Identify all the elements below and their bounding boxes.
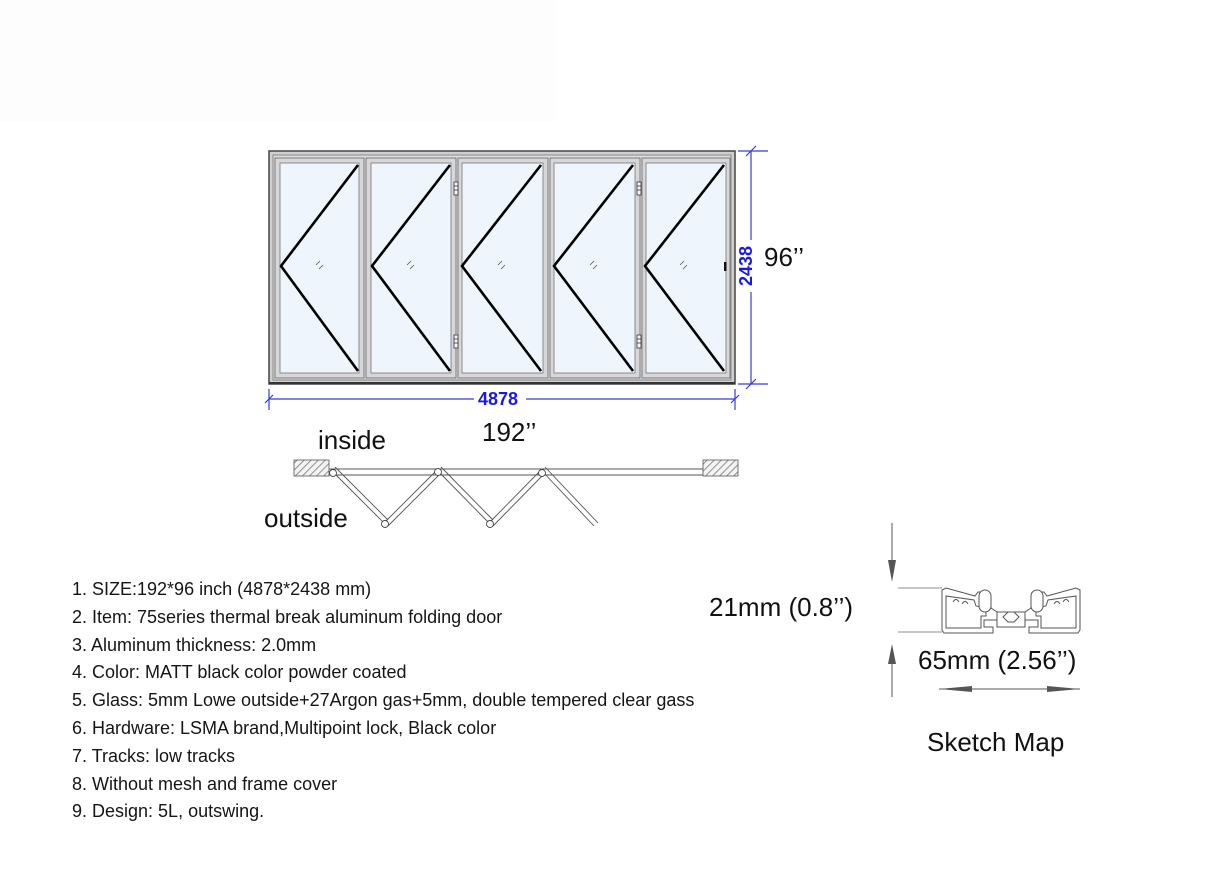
inside-label: inside <box>318 425 386 455</box>
spec-item: 5. Glass: 5mm Lowe outside+27Argon gas+5… <box>72 690 695 711</box>
spec-item: 4. Color: MATT black color powder coated <box>72 662 407 683</box>
handle-icon <box>724 262 727 271</box>
spec-item: 9. Design: 5L, outswing. <box>72 801 265 822</box>
height-dimension <box>738 145 768 390</box>
wall-right <box>702 459 739 477</box>
width-inch-label: 192’’ <box>482 417 537 447</box>
spec-list: 1. SIZE:192*96 inch (4878*2438 mm) 2. It… <box>72 579 694 829</box>
spec-item: 6. Hardware: LSMA brand,Multipoint lock,… <box>72 717 497 738</box>
door-panel-5 <box>641 157 731 379</box>
pivot-icon <box>329 468 546 528</box>
height-inch-label: 96’’ <box>764 242 805 272</box>
outside-label: outside <box>264 503 348 533</box>
sketch-map-caption: Sketch Map <box>927 727 1065 757</box>
door-panel-3 <box>457 157 549 379</box>
spec-item: 1. SIZE:192*96 inch (4878*2438 mm) <box>72 579 372 599</box>
spec-item: 8. Without mesh and frame cover <box>72 773 338 794</box>
height-mm-label: 2438 <box>736 245 757 287</box>
wall-left <box>293 459 330 477</box>
plan-view <box>293 459 739 528</box>
spec-item: 2. Item: 75series thermal break aluminum… <box>72 606 503 627</box>
profile-section <box>888 523 1081 697</box>
hinge-icon <box>453 181 642 349</box>
width-mm-label: 4878 <box>478 389 519 409</box>
door-panel-2 <box>365 157 457 379</box>
spec-item: 7. Tracks: low tracks <box>72 745 236 766</box>
profile-height-label: 21mm (0.8’’) <box>709 592 854 622</box>
width-dimension <box>264 389 740 410</box>
profile-width-label: 65mm (2.56’’) <box>918 645 1077 675</box>
door-panel-1 <box>274 157 365 379</box>
spec-item: 3. Aluminum thickness: 2.0mm <box>72 634 317 655</box>
background-block <box>0 0 556 122</box>
door-panel-4 <box>549 157 641 379</box>
door-elevation <box>268 150 736 385</box>
